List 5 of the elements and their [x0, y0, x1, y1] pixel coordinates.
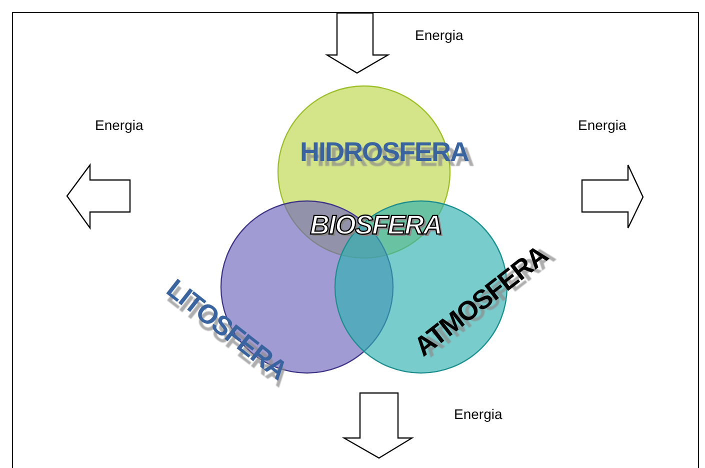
energy-label: Energia	[578, 117, 626, 133]
energy-label: Energia	[95, 117, 144, 133]
biosphere-label: BIOSFERA	[310, 210, 442, 241]
energy-label: Energia	[454, 406, 502, 422]
energy-label: Energia	[415, 27, 464, 43]
